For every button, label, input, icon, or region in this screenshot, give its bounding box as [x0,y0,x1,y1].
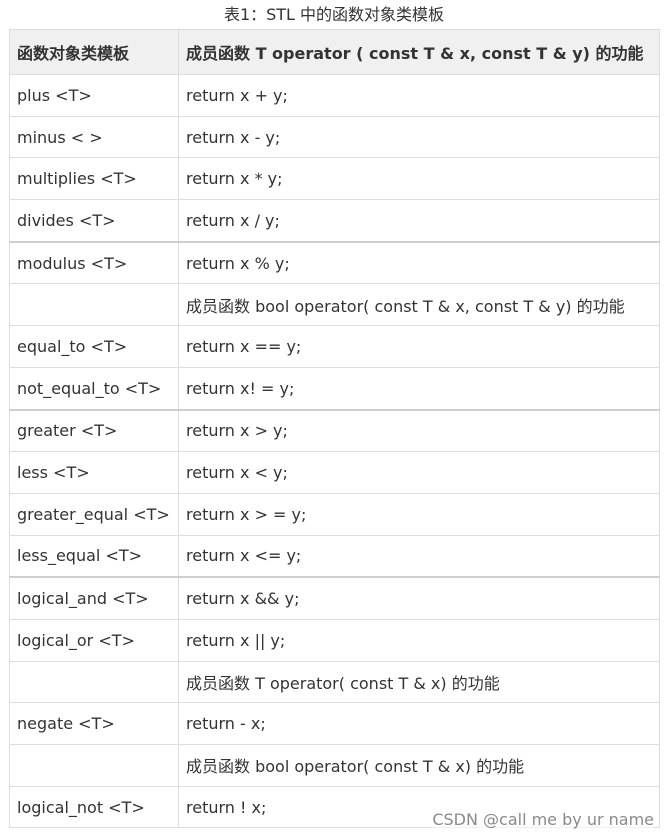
table-row: greater <T> return x > y; [9,408,660,453]
csdn-watermark: CSDN @call me by ur name [432,808,654,832]
table-row-section-header: 成员函数 bool operator( const T & x) 的功能 [9,744,660,787]
function-cell: return x && y; [178,576,660,620]
function-cell: return x + y; [178,74,660,117]
function-cell: return x % y; [178,240,660,285]
template-cell: multiplies <T> [9,157,179,201]
table-row: multiplies <T> return x * y; [9,157,660,201]
table-row: plus <T> return x + y; [9,74,660,117]
template-cell: plus <T> [9,74,179,117]
template-cell [9,660,179,704]
table-row: logical_not <T> return ! x; [9,785,660,829]
template-cell: divides <T> [9,199,179,243]
function-cell: 成员函数 bool operator( const T & x) 的功能 [178,744,660,787]
table-row-section-header: 成员函数 T operator( const T & x) 的功能 [9,660,660,704]
template-cell [9,283,179,327]
function-object-table: 函数对象类模板 成员函数 T operator ( const T & x, c… [9,29,660,829]
table-row: logical_and <T> return x && y; [9,576,660,620]
table-row: negate <T> return - x; [9,702,660,745]
template-cell: not_equal_to <T> [9,366,179,411]
function-cell: 成员函数 T operator( const T & x) 的功能 [178,660,660,704]
template-cell: less <T> [9,451,179,494]
template-cell: logical_and <T> [9,576,179,620]
template-cell: greater_equal <T> [9,492,179,536]
function-cell: return - x; [178,702,660,745]
column-header-function: 成员函数 T operator ( const T & x, const T &… [178,29,660,75]
function-cell: return x! = y; [178,366,660,411]
function-cell: return x / y; [178,199,660,243]
table-row: modulus <T> return x % y; [9,240,660,285]
template-cell: less_equal <T> [9,534,179,578]
template-cell: minus < > [9,115,179,159]
table-row: greater_equal <T> return x > = y; [9,492,660,536]
table-row: less_equal <T> return x <= y; [9,534,660,578]
function-cell: return x > = y; [178,492,660,536]
function-cell: return x > y; [178,408,660,453]
template-cell: logical_not <T> [9,785,179,829]
table-row: not_equal_to <T> return x! = y; [9,366,660,411]
template-cell: negate <T> [9,702,179,745]
function-cell: return x < y; [178,451,660,494]
table-caption: 表1：STL 中的函数对象类模板 [223,5,445,24]
template-cell: modulus <T> [9,240,179,285]
column-header-template: 函数对象类模板 [9,29,179,75]
table-row: equal_to <T> return x == y; [9,325,660,368]
function-cell: return x == y; [178,325,660,368]
function-cell: 成员函数 bool operator( const T & x, const T… [178,283,660,327]
function-cell: return x * y; [178,157,660,201]
table-row-section-header: 成员函数 bool operator( const T & x, const T… [9,283,660,327]
template-cell: equal_to <T> [9,325,179,368]
function-cell: return x - y; [178,115,660,159]
function-cell: return x <= y; [178,534,660,578]
table-row: divides <T> return x / y; [9,199,660,243]
function-cell: return x || y; [178,618,660,662]
template-cell: logical_or <T> [9,618,179,662]
table-row: less <T> return x < y; [9,451,660,494]
template-cell [9,744,179,787]
table-row: minus < > return x - y; [9,115,660,159]
table-row: logical_or <T> return x || y; [9,618,660,662]
template-cell: greater <T> [9,408,179,453]
table-header-row: 函数对象类模板 成员函数 T operator ( const T & x, c… [9,29,660,75]
